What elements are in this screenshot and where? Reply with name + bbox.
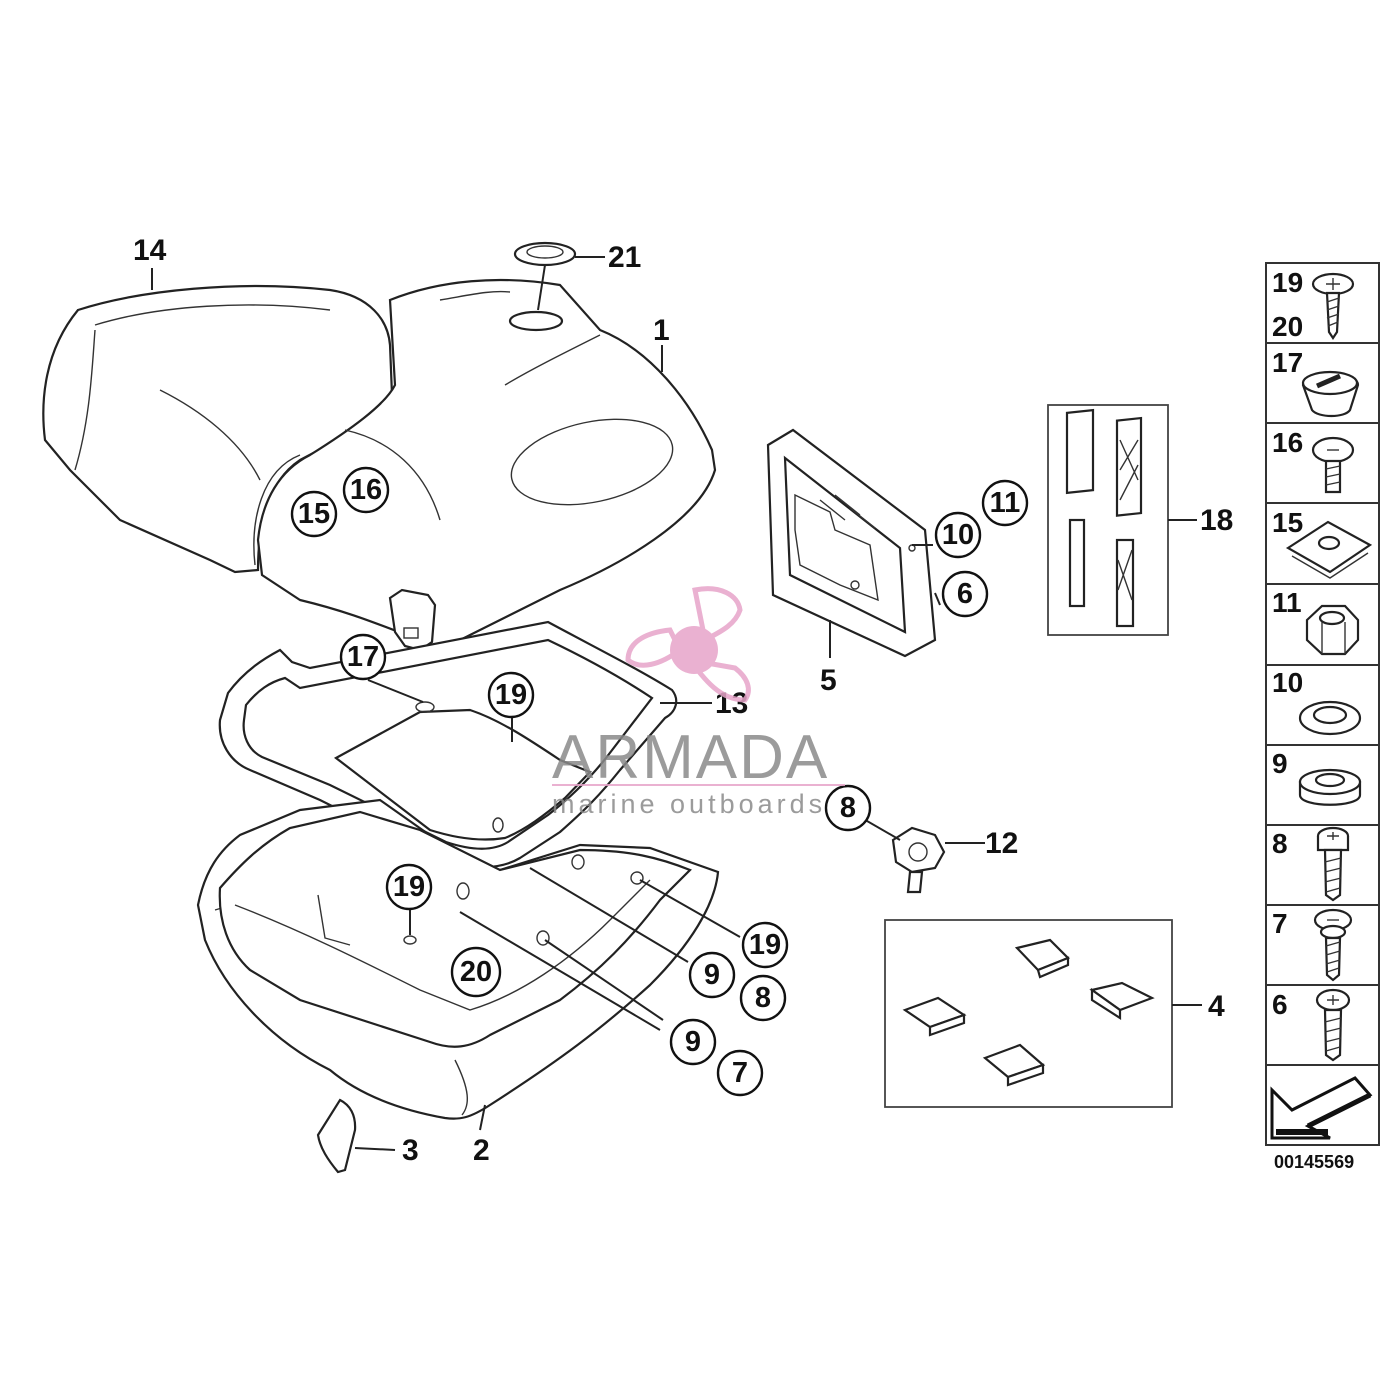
circled-callout-7: 7 — [732, 1057, 748, 1089]
circled-callouts: 16 15 11 10 6 17 19 8 19 19 9 20 8 9 7 — [290, 466, 1029, 1097]
callout-21: 21 — [608, 241, 641, 274]
callout-4: 4 — [1208, 990, 1225, 1023]
sidebar-label-6: 6 — [1272, 989, 1288, 1020]
license-bracket — [766, 428, 937, 658]
sidebar-label-11: 11 — [1272, 587, 1302, 618]
circled-callout-9: 9 — [685, 1026, 701, 1058]
screw-icon — [1316, 826, 1350, 902]
circled-callout-16: 16 — [350, 474, 382, 506]
reflector-pad — [316, 1098, 357, 1174]
rubber-bush-icon — [1298, 768, 1362, 806]
watermark-brand: ARMADA — [552, 723, 829, 792]
arrow-icon — [1270, 1076, 1373, 1140]
circled-callout-19: 19 — [393, 871, 425, 903]
watermark-tagline: marine outboards — [552, 789, 826, 819]
washer-icon — [1298, 700, 1362, 736]
adhesive-strip-set — [1047, 404, 1169, 636]
sidebar-label-9: 9 — [1272, 748, 1288, 779]
circled-callout-20: 20 — [460, 956, 492, 988]
callout-3: 3 — [402, 1134, 419, 1167]
diagram-reference-number: 00145569 — [1274, 1152, 1354, 1172]
lock-cylinder — [513, 241, 577, 267]
callout-2: 2 — [473, 1134, 490, 1167]
circled-callout-11: 11 — [990, 487, 1021, 519]
circled-callout-17: 17 — [347, 641, 379, 673]
leader-lines — [151, 256, 1202, 1151]
screw-icon — [1313, 908, 1353, 982]
circled-callout-10: 10 — [942, 519, 974, 551]
callout-14: 14 — [133, 234, 167, 267]
top-case-lid — [256, 278, 717, 652]
callout-12: 12 — [985, 827, 1018, 860]
circled-callout-19: 19 — [749, 929, 781, 961]
clip-nut-icon — [1285, 520, 1373, 579]
sidebar-label-16: 16 — [1272, 427, 1303, 458]
circled-callout-8: 8 — [755, 982, 771, 1014]
cap-icon — [1301, 370, 1360, 418]
circled-callout-15: 15 — [298, 498, 330, 530]
screw-icon — [1311, 272, 1355, 340]
sidebar-label-20: 20 — [1272, 311, 1303, 342]
circled-callout-8: 8 — [840, 792, 856, 824]
parts-sidebar: 19 20 17 16 15 11 — [1265, 262, 1380, 1146]
sidebar-label-15: 15 — [1272, 507, 1303, 538]
callout-5: 5 — [820, 664, 837, 697]
watermark: ARMADA marine outboards — [552, 586, 845, 819]
lock-mechanism — [891, 826, 946, 894]
sidebar-label-10: 10 — [1272, 667, 1303, 698]
pads-set — [884, 919, 1173, 1108]
sidebar-label-8: 8 — [1272, 828, 1288, 859]
hex-nut-icon — [1305, 604, 1360, 656]
sidebar-label-17: 17 — [1272, 347, 1303, 378]
sidebar-label-19: 19 — [1272, 267, 1303, 298]
screw-icon — [1315, 988, 1351, 1062]
circled-callout-6: 6 — [957, 578, 973, 610]
callout-18: 18 — [1200, 504, 1233, 537]
circled-callout-19: 19 — [495, 679, 527, 711]
screw-icon — [1311, 436, 1355, 494]
propeller-icon — [625, 586, 751, 703]
circled-callout-9: 9 — [704, 959, 720, 991]
sidebar-label-7: 7 — [1272, 908, 1288, 939]
callout-1: 1 — [653, 314, 670, 347]
